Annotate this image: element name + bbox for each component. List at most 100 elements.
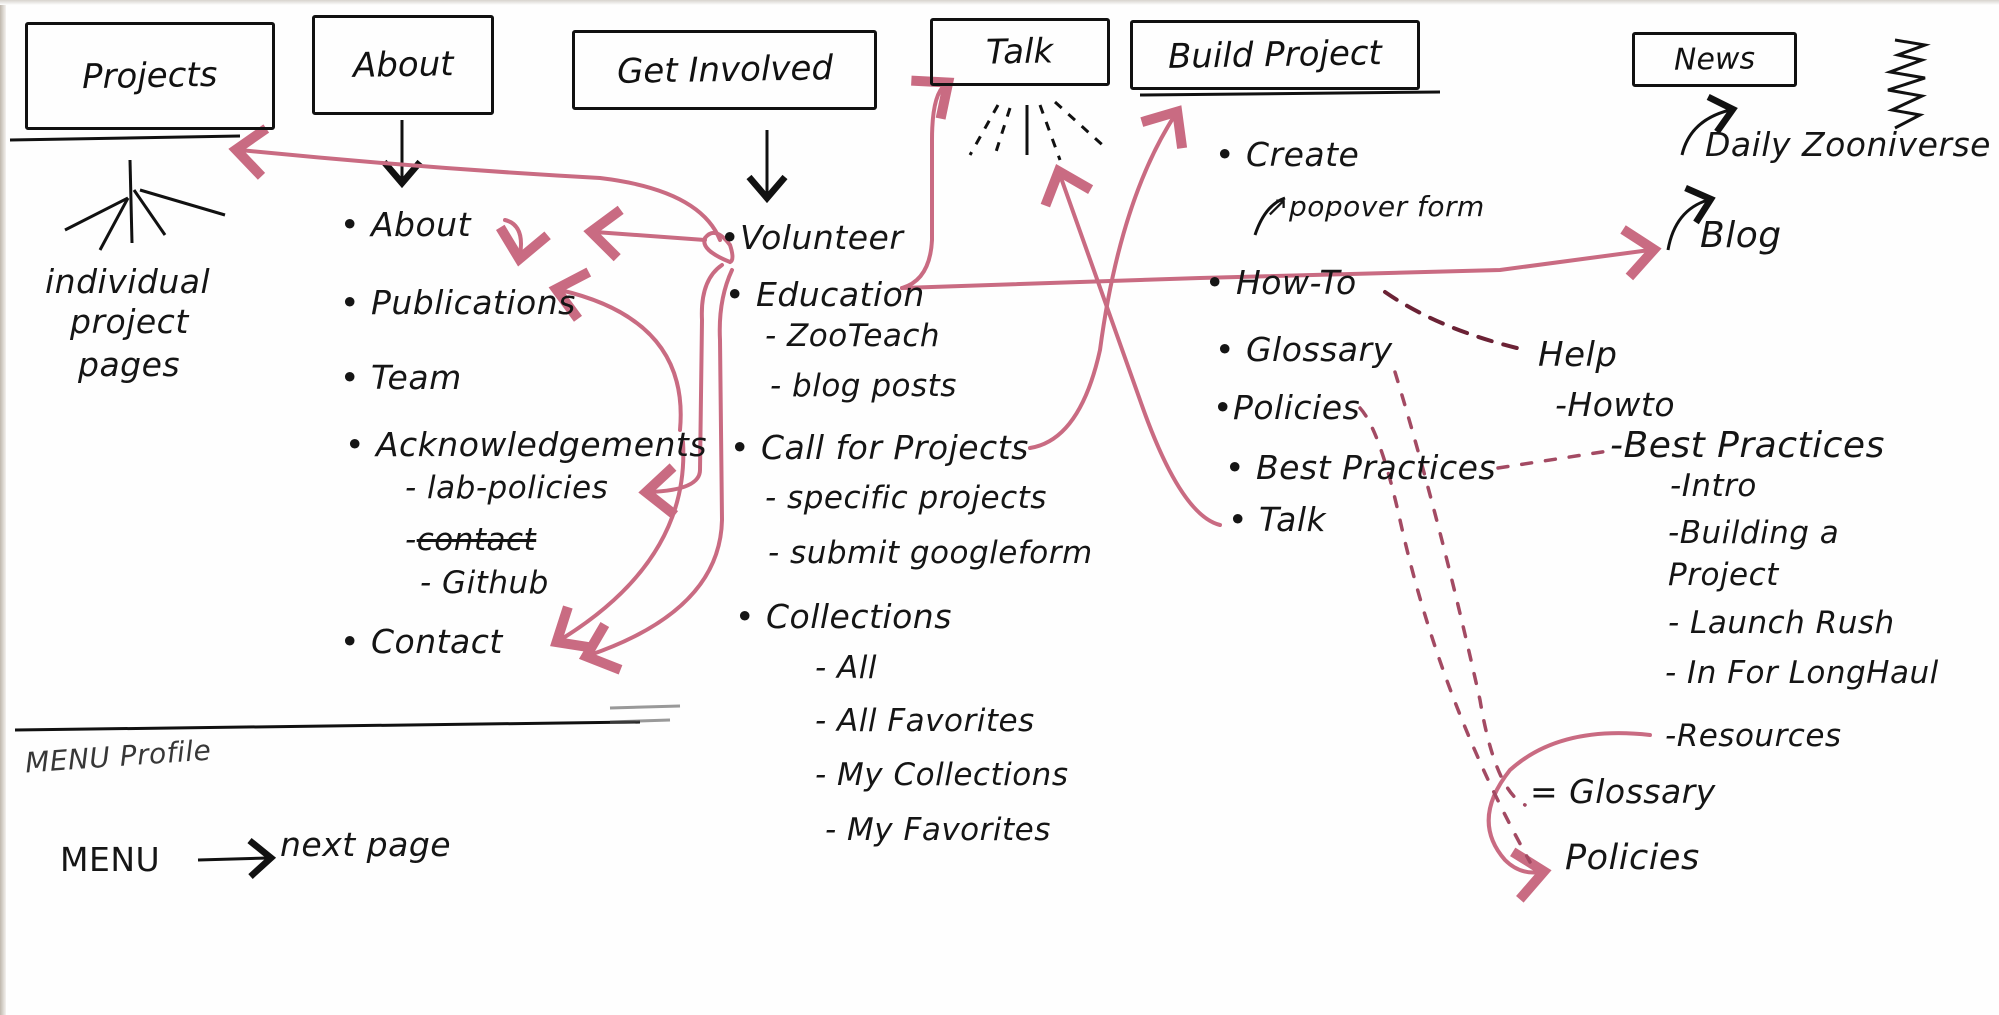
volunteer-to-projects-connector [228, 124, 722, 242]
build-item-glossary[interactable]: • Glossary [1215, 330, 1393, 369]
ack-sub-contact-struck-label: contact [416, 522, 537, 558]
nav-talk[interactable]: Talk [930, 18, 1110, 86]
education-sub-blog-posts[interactable]: - blog posts [770, 368, 957, 404]
education-to-blog-connector [900, 225, 1662, 290]
nav-news-label: News [1673, 41, 1756, 78]
bp-sub-in-for-longhaul-label: In For LongHaul [1687, 655, 1939, 691]
build-item-create-label: Create [1245, 135, 1360, 174]
create-sub-popover-form-label: popover form [1288, 190, 1485, 223]
call-sub-submit-googleform[interactable]: - submit googleform [768, 535, 1093, 571]
education-sub-blog-posts-label: blog posts [792, 368, 957, 404]
create-sub-popover-form[interactable]: ↗popover form [1265, 190, 1485, 223]
about-item-about-label: About [370, 205, 472, 244]
get-involved-item-collections-label: Collections [765, 597, 952, 636]
footer-next-page-label: next page [280, 825, 452, 864]
about-item-publications[interactable]: • Publications [340, 283, 576, 322]
help-item-howto-label: Howto [1567, 385, 1676, 424]
projects-box-shelf [9, 134, 241, 142]
paper-edge-top [0, 0, 1999, 5]
ack-sub-lab-policies-label: lab-policies [427, 470, 609, 506]
build-item-best-practices[interactable]: • Best Practices [1225, 448, 1497, 487]
get-involved-item-education[interactable]: • Education [725, 275, 925, 314]
ack-sub-contact-struck: -contact [405, 522, 537, 558]
talk-fan-lines [968, 100, 1110, 161]
build-item-create[interactable]: • Create [1215, 135, 1360, 174]
news-item-blog[interactable]: Blog [1700, 215, 1782, 256]
bp-sub-resources[interactable]: -Resources [1665, 718, 1842, 754]
ack-sub-github[interactable]: - Github [420, 565, 549, 601]
education-to-talk-connector [900, 75, 955, 290]
howto-to-help-dashed-connector [1383, 290, 1527, 352]
acknowledgements-to-contact-connector [550, 440, 686, 653]
volunteer-to-contact-connector [578, 268, 734, 675]
ack-sub-github-label: Github [442, 565, 549, 601]
about-item-acknowledgements-label: Acknowledgements [375, 425, 708, 464]
about-item-about[interactable]: • About [340, 205, 472, 244]
call-for-projects-to-build-connector [1028, 105, 1188, 450]
collections-sub-my-favorites[interactable]: - My Favorites [825, 812, 1051, 848]
help-title[interactable]: Help [1538, 335, 1618, 375]
paper-edge-left [0, 0, 6, 1015]
call-sub-specific-projects[interactable]: - specific projects [765, 480, 1047, 516]
ack-sub-lab-policies[interactable]: - lab-policies [405, 470, 609, 506]
menu-arrow [197, 837, 277, 879]
build-item-how-to[interactable]: • How-To [1205, 263, 1357, 302]
build-item-glossary-label: Glossary [1245, 330, 1393, 369]
nav-about[interactable]: About [312, 15, 494, 115]
build-item-policies-label: Policies [1232, 388, 1361, 427]
about-item-contact[interactable]: • Contact [340, 622, 503, 661]
help-item-policies[interactable]: Policies [1565, 838, 1700, 878]
help-item-best-practices[interactable]: -Best Practices [1610, 425, 1885, 466]
collections-sub-all-favorites-label: All Favorites [837, 703, 1035, 739]
call-sub-specific-projects-label: specific projects [787, 480, 1047, 516]
footer-smudge [609, 704, 681, 724]
news-item-daily-zooniverse[interactable]: Daily Zooniverse [1705, 125, 1991, 164]
talk-item-to-talk-connector [1040, 163, 1222, 527]
blog-arrow [1666, 184, 1716, 251]
education-sub-zooteach[interactable]: - ZooTeach [765, 318, 941, 354]
glossary-to-glossary-dashed-connector [1393, 370, 1527, 807]
daily-zooniverse-arrow [1680, 93, 1738, 156]
get-involved-item-call-for-projects[interactable]: • Call for Projects [730, 428, 1029, 467]
bp-sub-in-for-longhaul[interactable]: - In For LongHaul [1665, 655, 1939, 691]
help-item-howto[interactable]: -Howto [1555, 385, 1676, 424]
popover-arrow [1253, 196, 1286, 236]
call-sub-submit-googleform-label: submit googleform [790, 535, 1093, 571]
collections-sub-all-label: All [837, 650, 877, 686]
scribbled-out-text [1884, 38, 1931, 130]
build-project-underline [1139, 90, 1441, 97]
projects-note-line-3: pages [78, 345, 181, 384]
bp-sub-launch-rush[interactable]: - Launch Rush [1668, 605, 1895, 641]
collections-sub-my-favorites-label: My Favorites [847, 812, 1051, 848]
bp-sub-building-a-project-label: Building a Project [1668, 515, 1840, 593]
build-item-best-practices-label: Best Practices [1255, 448, 1497, 487]
projects-tree-icon [64, 159, 226, 251]
build-item-policies[interactable]: •Policies [1213, 388, 1361, 427]
about-self-connector [495, 218, 551, 267]
footer-divider [14, 720, 641, 732]
get-involved-item-collections[interactable]: • Collections [735, 597, 952, 636]
build-item-talk[interactable]: • Talk [1228, 500, 1327, 539]
about-item-team[interactable]: • Team [340, 358, 462, 397]
collections-sub-all[interactable]: - All [815, 650, 877, 686]
bp-sub-building-a-project[interactable]: -Building a Project [1668, 515, 1840, 593]
help-item-best-practices-label: Best Practices [1623, 425, 1885, 466]
nav-projects[interactable]: Projects [25, 22, 275, 130]
collections-sub-my-collections[interactable]: - My Collections [815, 757, 1069, 793]
resources-to-policies-connector [1486, 731, 1652, 903]
help-item-glossary[interactable]: = Glossary [1530, 772, 1716, 811]
nav-get-involved[interactable]: Get Involved [572, 30, 877, 110]
nav-talk-label: Talk [986, 31, 1054, 73]
nav-news[interactable]: News [1632, 32, 1797, 87]
projects-note-line-2: project [70, 302, 189, 341]
nav-build-project[interactable]: Build Project [1130, 20, 1420, 90]
collections-sub-all-favorites[interactable]: - All Favorites [815, 703, 1035, 739]
help-item-glossary-label: Glossary [1569, 772, 1716, 811]
about-item-acknowledgements[interactable]: • Acknowledgements [345, 425, 708, 464]
get-involved-item-volunteer[interactable]: •Volunteer [720, 218, 904, 257]
bp-sub-intro[interactable]: -Intro [1670, 468, 1757, 504]
bp-sub-resources-label: Resources [1676, 718, 1842, 754]
bp-sub-launch-rush-label: Launch Rush [1690, 605, 1895, 641]
